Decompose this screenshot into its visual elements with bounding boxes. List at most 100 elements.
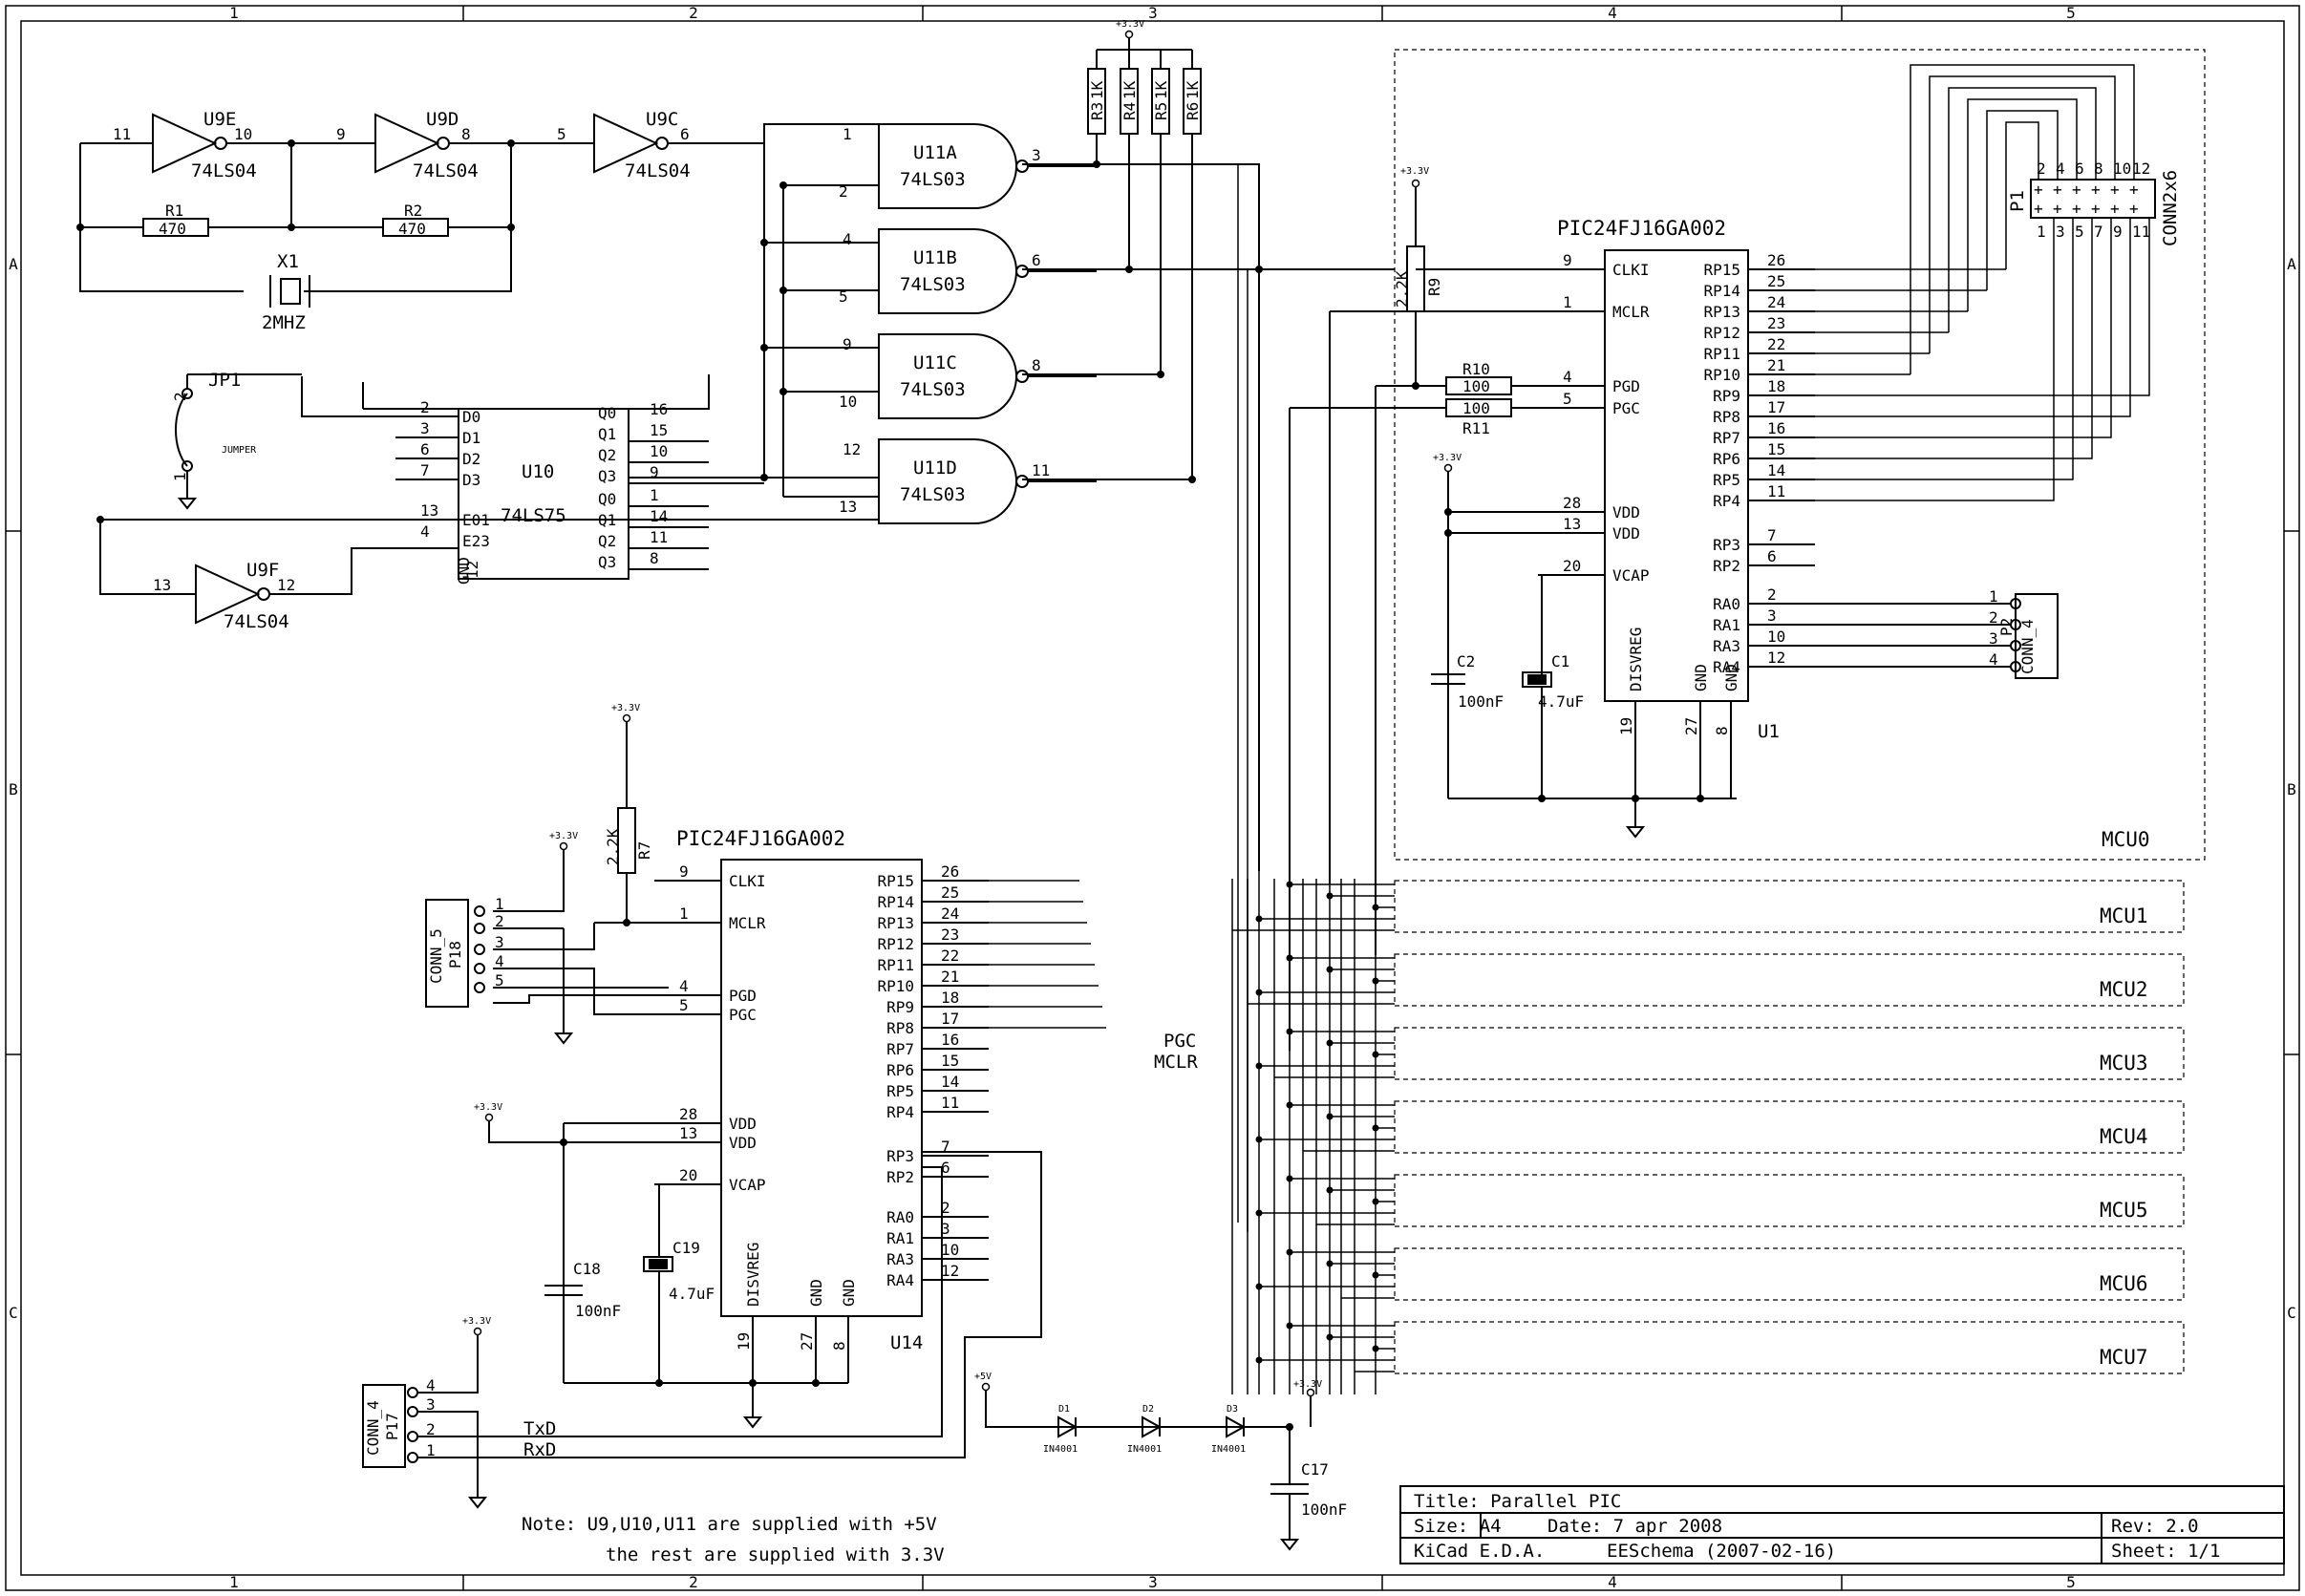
chip-right-pin-name: RP3 [1713,536,1740,554]
frame-col-label-bottom-1: 1 [229,1573,239,1591]
u10-left-pin-num: 2 [420,398,430,416]
p1-bottom-pin: 11 [2132,223,2150,241]
nand-bubble [1015,265,1029,278]
pullup-value: 1K [1120,80,1139,99]
c2-value: 100nF [1458,692,1504,711]
u10-right-pin-name: Q1 [598,425,616,443]
chip-right-pin-name: RP6 [1713,450,1740,468]
r7-value: 2.2K [604,828,622,865]
u10-left-pin-name: D2 [462,450,480,468]
chip-bottom-pin-num: 19 [1617,717,1635,735]
chip-right-pin-name: RP14 [877,893,914,911]
r10-ref: R10 [1462,360,1490,378]
mcu-subsheet-frame [1394,953,2185,1007]
r2-value: 470 [398,220,426,238]
chip-left-pin-name: CLKI [1612,261,1650,279]
chip-right-pin-num: 12 [941,1262,959,1280]
nand-value: 74LS03 [900,484,966,505]
chip-right-pin-num: 22 [1767,335,1785,353]
chip-right-pin-num: 10 [941,1241,959,1259]
p1-wire [1815,218,2093,459]
mcu0-frame [1394,49,2206,861]
chip-right-pin-name: RP15 [1703,261,1740,279]
u9c-ref: U9C [646,109,678,130]
chip-right-pin-name: RP7 [1713,429,1740,447]
u14-ref: U14 [890,1332,923,1353]
chip-right-pin-name: RP8 [886,1019,914,1037]
u10-left-pin-num: 4 [420,522,430,541]
chip-bottom-pin-num: 27 [798,1332,816,1351]
chip-bottom-pin-name: DISVREG [1627,628,1645,692]
u14-section: PIC24FJ16GA002 U14 CLKI9MCLR1PGD4PGC5VDD… [362,703,1042,1509]
pullup-body [1087,68,1106,135]
p18-pin-circle [474,923,485,934]
r1-value: 470 [159,220,186,238]
u9e-pin-out: 10 [234,125,252,143]
p18-pin-num: 3 [495,933,504,951]
u9c-pin-out: 6 [680,125,690,143]
chip-right-pin-name: RP9 [886,998,914,1016]
p18-supply-label: +3.3V [549,831,578,841]
chip-right-pin-num: 6 [941,1159,950,1177]
chip-left-pin-num: 13 [679,1124,697,1142]
u9d-pin-out: 8 [461,125,471,143]
p1-bottom-pin: 5 [2075,223,2084,241]
chip-bottom-pin-num: 8 [1713,726,1731,735]
c19-value: 4.7uF [669,1285,715,1303]
mcu-subsheet-frame [1394,1321,2185,1374]
c1-ref: C1 [1551,652,1569,670]
title-block: Title: Parallel PIC Size: A4 Date: 7 apr… [1399,1485,2285,1564]
chip-right-pin-num: 16 [1767,419,1785,437]
u9e-ref: U9E [203,109,236,130]
mcu-bus-vertical [1237,164,1249,1232]
chip-right-pin-num: 7 [1767,526,1777,544]
nand-pin-out: 11 [1032,461,1050,479]
c17-value: 100nF [1301,1500,1347,1519]
c18-ref: C18 [573,1260,601,1278]
nand-pin-out: 3 [1032,146,1041,164]
u10-left-pin-num: 13 [420,501,438,520]
nand-bubble [1015,370,1029,383]
jumper-jp1: JP1 JUMPER 2 1 [171,370,302,510]
chip-left-pin-name: VCAP [1612,566,1650,585]
u14-chip-body [720,859,923,1317]
chip-bottom-pin-num: 8 [830,1341,848,1351]
frame-col-label-top-1: 1 [229,4,239,22]
chip-right-pin-name: RP6 [886,1061,914,1079]
p18-pin-circle [474,905,485,917]
u9d-value: 74LS04 [413,160,479,181]
chip-right-pin-name: RP13 [1703,303,1740,321]
u10-right-pin-num: 11 [650,528,668,546]
chip-right-pin-num: 11 [941,1094,959,1112]
crystal-x1: X1 2MHZ [262,251,310,333]
chip-left-pin-name: VDD [1612,503,1640,521]
c19-ref: C19 [672,1239,700,1257]
r10-value: 100 [1462,377,1490,395]
diode-ref: D1 [1058,1404,1070,1415]
chip-left-pin-name: MCLR [1612,303,1650,321]
nand-pin-in1: 12 [843,440,861,458]
p1-wire [1967,98,2078,311]
nand-ref: U11A [913,142,957,163]
p1-plus-mark: + [2034,181,2043,199]
u1-vdd-supply-label: +3.3V [1433,453,1462,463]
pullup-body [1120,68,1139,135]
c17-ref: C17 [1301,1460,1329,1479]
u1-ref: U1 [1758,721,1780,742]
net-label-txd: TxD [523,1418,556,1439]
nand-pin-out: 6 [1032,251,1041,269]
u10-left-pin-num: 3 [420,419,430,437]
r9-ref: R9 [1425,278,1443,296]
capacitor-c19: C19 4.7uF [643,1239,715,1303]
chip-bottom-pin-name: DISVREG [744,1243,762,1307]
chip-right-pin-num: 16 [941,1031,959,1049]
nand-pin-in2: 2 [839,182,848,201]
p1-top-pin: 4 [2056,160,2065,178]
resistor-r2: R2 470 [382,202,449,238]
pullup-value: 1K [1152,80,1170,99]
chip-left-pin-num: 28 [1563,494,1581,512]
